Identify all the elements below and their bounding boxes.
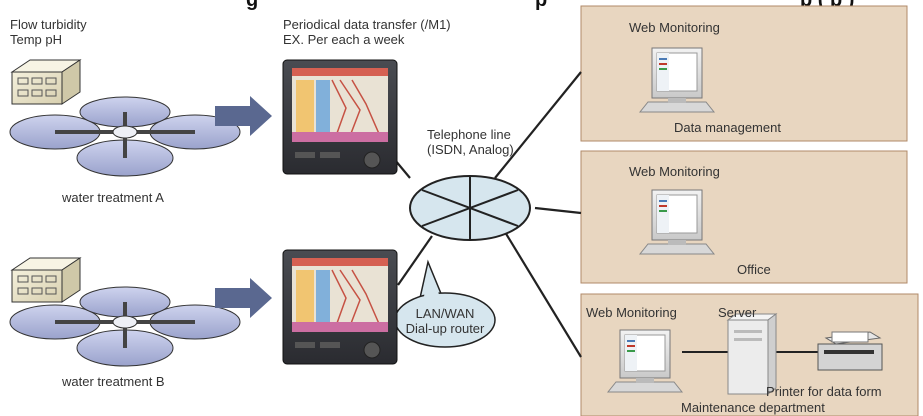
panel-data-management-caption: Data management: [674, 120, 781, 135]
sensor-list-line1: Flow turbidity: [10, 17, 87, 32]
transfer-label-line2: EX. Per each a week: [283, 32, 405, 47]
water-treatment-b-icon: [9, 257, 241, 367]
title-left: g: [246, 0, 259, 11]
panel-data-management-title: Web Monitoring: [629, 20, 720, 35]
printer-label: Printer for data form: [766, 384, 882, 399]
panel-maintenance-title: Web Monitoring: [586, 305, 677, 320]
printer-icon: [817, 331, 883, 371]
computer-icon: [638, 47, 716, 113]
recorder-a-icon: [282, 59, 398, 175]
site-b-label: water treatment B: [62, 374, 165, 389]
telephone-line-label-2: (ISDN, Analog): [427, 142, 514, 157]
computer-icon: [606, 329, 684, 393]
treatment-tanks-icon: [9, 96, 241, 177]
router-label-1: LAN/WAN: [415, 306, 475, 321]
panel-maintenance-caption: Maintenance department: [681, 400, 825, 415]
router-callout: [394, 259, 496, 348]
router-label-2: Dial-up router: [405, 321, 485, 336]
panel-office-caption: Office: [737, 262, 771, 277]
building-icon: [10, 59, 82, 105]
server-icon: [726, 313, 778, 395]
arrow-right-icon: [215, 96, 272, 136]
panel-data-management: [580, 5, 908, 142]
treatment-tanks-icon: [9, 286, 241, 367]
building-icon: [10, 257, 82, 303]
title-mid: p: [535, 0, 548, 11]
telephone-line-label-1: Telephone line: [427, 127, 511, 142]
water-treatment-a-icon: [9, 59, 241, 177]
transfer-label-line1: Periodical data transfer (/M1): [283, 17, 451, 32]
server-label: Server: [718, 305, 757, 320]
panel-office-title: Web Monitoring: [629, 164, 720, 179]
recorder-b-icon: [282, 249, 398, 365]
panel-office: [580, 150, 908, 284]
telephone-network-icon: [409, 175, 531, 241]
sensor-list-line2: Temp pH: [10, 32, 63, 47]
computer-icon: [638, 189, 716, 255]
arrow-right-icon: [215, 278, 272, 318]
site-a-label: water treatment A: [62, 190, 164, 205]
